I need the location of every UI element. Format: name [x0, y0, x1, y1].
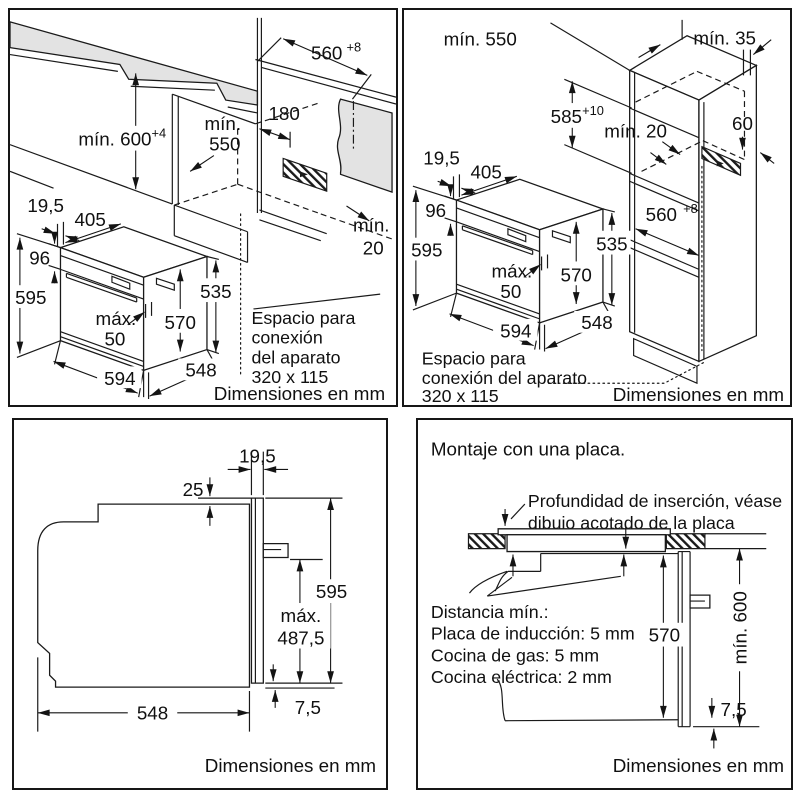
dim-depth: 548: [137, 703, 168, 724]
dim-oven-depth: 548: [581, 312, 612, 333]
dim-oven-body-height: 535: [596, 234, 627, 255]
cabinet-side-face: [698, 64, 757, 363]
dim-oven-frame-depth: 19,5: [423, 147, 460, 168]
distance-note-2: Placa de inducción: 5 mm: [431, 624, 635, 644]
dim-niche-height-sup: +10: [582, 103, 604, 118]
dim-rear-gap-2: 20: [363, 238, 384, 259]
distance-note-4: Cocina eléctrica: 2 mm: [431, 667, 612, 687]
hob-flange: [497, 528, 671, 536]
dim-counter-height-sup: +4: [152, 126, 167, 141]
units-label: Dimensiones en mm: [613, 755, 784, 776]
connection-note-1: Espacio para: [422, 348, 526, 368]
dim-oven-depth: 548: [185, 359, 216, 380]
connection-strip-hatch: [701, 145, 742, 177]
dim-niche-depth-1: mín.: [205, 113, 242, 134]
units-label: Dimensiones en mm: [205, 755, 376, 776]
dim-oven-max-value: 50: [500, 281, 521, 302]
built-under-drawing: 560 +8 mín. 600 +4 mín. 550 180 mín. 20 …: [10, 17, 396, 404]
dim-rear-gap-1: mín.: [353, 215, 390, 236]
dim-max-value: 487,5: [277, 628, 324, 649]
dim-oven-max-label: máx.: [96, 308, 137, 329]
dim-niche-depth: mín. 550: [444, 29, 517, 50]
hob-body: [506, 534, 666, 553]
cabinet-plinth: [633, 337, 698, 385]
dim-bottom-offset: 7,5: [295, 697, 321, 718]
dim-min-height: mín. 600: [729, 591, 750, 664]
dim-oven-top-depth: 405: [470, 161, 501, 182]
dim-door-height: 570: [649, 625, 680, 646]
dim-oven-total-height: 595: [411, 240, 442, 261]
dim-side-gap: mín. 35: [693, 28, 756, 49]
dim-counter-height: mín. 600: [78, 129, 151, 150]
units-label: Dimensiones en mm: [613, 384, 784, 405]
dim-oven-panel-height: 96: [29, 247, 50, 268]
dim-top-offset: 25: [183, 479, 204, 500]
dim-conn-height: 60: [732, 113, 753, 134]
connection-note-2: conexión: [251, 328, 322, 348]
dim-oven-max-value: 50: [104, 329, 125, 350]
panel-title: Montaje con una placa.: [431, 439, 625, 460]
oven-isometric: 19,5 405 96 595 máx. 50 570 535 594 548: [407, 147, 631, 352]
front-frame: [250, 497, 264, 684]
dim-oven-total-height: 595: [15, 287, 46, 308]
dim-oven-panel-height: 96: [425, 200, 446, 221]
hob-mounting-drawing: Montaje con una placa. Profundidad de in…: [431, 439, 784, 777]
dim-frame-depth: 19,5: [239, 446, 276, 467]
dim-max-label: máx.: [281, 605, 322, 626]
dim-rear-gap: mín. 20: [604, 121, 667, 142]
dim-niche-depth-2: 550: [209, 134, 240, 155]
dim-oven-max-label: máx.: [492, 260, 533, 281]
panel-hob-mounting: Montaje con una placa. Profundidad de in…: [416, 418, 793, 790]
worktop-hatch-left: [467, 533, 506, 550]
dim-bottom-offset: 7,5: [721, 699, 747, 720]
connection-note-2: conexión del aparato: [422, 368, 587, 388]
dim-oven-door-height: 570: [165, 312, 196, 333]
side-profile-drawing: 19,5 25 595 máx. 487,5 7,5 548 Dimension…: [37, 446, 376, 776]
dim-worktop-width: 560: [311, 42, 342, 63]
insertion-note-1: Profundidad de inserción, véase: [528, 491, 782, 511]
side-wall: [336, 98, 393, 194]
connection-leader: [253, 293, 381, 310]
distance-note-3: Cocina de gas: 5 mm: [431, 645, 599, 665]
connection-note-3: del aparato: [251, 347, 340, 367]
dim-total-height: 595: [316, 581, 347, 602]
dim-worktop-width-sup: +8: [347, 40, 362, 55]
tall-cabinet-drawing: mín. 550 mín. 35 585 +10 mín. 20 60 560 …: [407, 19, 784, 405]
panel-built-under-installation: 560 +8 mín. 600 +4 mín. 550 180 mín. 20 …: [8, 8, 398, 407]
oven-isometric: 19,5 405 96 595 máx. 50 570 535 594 548: [11, 195, 235, 400]
connection-note-3: 320 x 115: [422, 386, 499, 405]
door-handle: [262, 543, 289, 559]
dim-oven-width: 594: [500, 321, 531, 342]
dim-oven-body-height: 535: [200, 281, 231, 302]
dim-oven-top-depth: 405: [74, 209, 105, 230]
dim-oven-frame-depth: 19,5: [27, 195, 64, 216]
dim-oven-width: 594: [104, 368, 135, 389]
insertion-note-2: dibujo acotado de la placa: [528, 513, 735, 533]
dim-niche-width-sup: +8: [683, 201, 698, 216]
panel-tall-cabinet-installation: mín. 550 mín. 35 585 +10 mín. 20 60 560 …: [402, 8, 792, 407]
connection-note-4: 320 x 115: [251, 367, 328, 387]
oven-profile: [468, 552, 679, 722]
dim-conn-width: 180: [268, 103, 299, 124]
dim-niche-width: 560: [646, 204, 677, 225]
panel-side-profile: 19,5 25 595 máx. 487,5 7,5 548 Dimension…: [12, 418, 388, 790]
dim-oven-door-height: 570: [561, 264, 592, 285]
connection-leader-dotted: [547, 361, 705, 384]
units-label: Dimensiones en mm: [214, 383, 385, 404]
distance-note-1: Distancia mín.:: [431, 602, 549, 622]
dim-niche-height: 585: [551, 106, 582, 127]
worktop-hatch-right: [665, 533, 706, 550]
oven-body-profile: [37, 503, 251, 688]
connection-note-1: Espacio para: [251, 308, 355, 328]
worktop-slab: [10, 21, 259, 106]
